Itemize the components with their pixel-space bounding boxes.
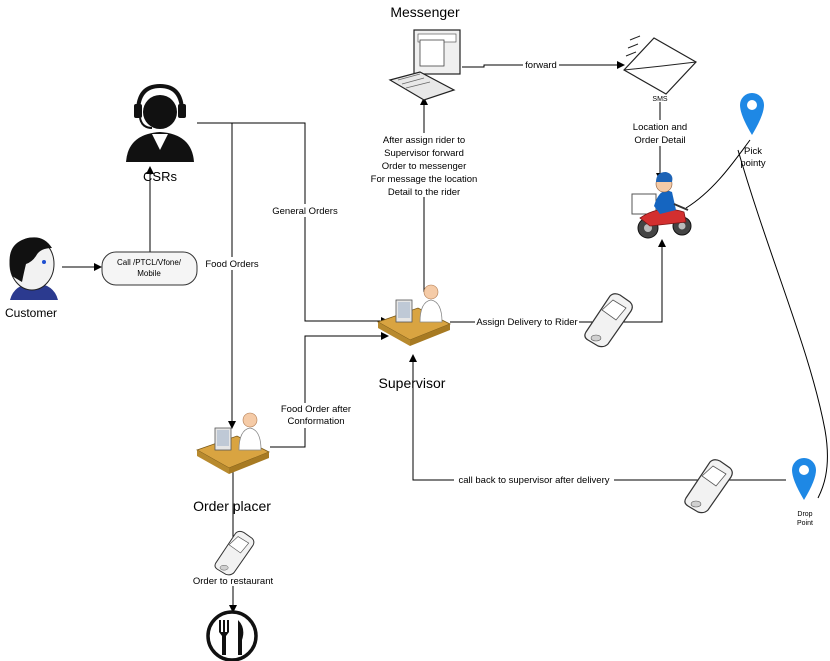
messenger-label: Messenger — [390, 4, 460, 20]
after-assign-line-2: Supervisor forward — [384, 148, 464, 159]
sms-label: SMS — [652, 96, 668, 103]
envelope-icon — [623, 35, 697, 95]
drop-point-line-1: Drop — [797, 511, 812, 518]
sms-node: SMS — [623, 35, 697, 103]
restaurant-node — [206, 610, 258, 661]
customer-node: Customer — [5, 237, 58, 320]
customer-icon — [9, 237, 58, 300]
csrs-node: CSRs — [126, 83, 194, 184]
call-box-line-1: Call /PTCL/Vfone/ — [117, 258, 182, 267]
after-assign-line-3: Order to messenger — [382, 161, 466, 172]
desktop-computer-icon — [388, 29, 461, 101]
phone-icon — [584, 293, 633, 348]
food-orders-label: Food Orders — [205, 259, 259, 270]
map-pin-icon — [740, 93, 764, 135]
after-assign-line-4: For message the location — [371, 174, 478, 185]
location-detail-line-1: Location and — [633, 122, 687, 133]
call-box: Call /PTCL/Vfone/ Mobile — [101, 251, 198, 286]
order-placer-node: Order placer — [193, 412, 271, 514]
rider-node — [631, 172, 692, 239]
map-pin-icon — [792, 458, 816, 500]
assign-delivery-label: Assign Delivery to Rider — [476, 317, 577, 328]
customer-label: Customer — [5, 306, 57, 320]
pick-point-line-1: Pick — [744, 146, 762, 157]
call-box-line-2: Mobile — [137, 269, 161, 278]
edge-labels: General Orders Food Orders Food Order af… — [188, 59, 692, 587]
forward-label: forward — [525, 60, 557, 71]
messenger-node: Messenger — [388, 4, 461, 101]
fork-knife-icon — [206, 610, 258, 661]
location-detail-line-2: Order Detail — [634, 135, 685, 146]
delivery-motorbike-icon — [631, 172, 692, 239]
after-assign-line-1: After assign rider to — [383, 135, 465, 146]
order-to-restaurant-label: Order to restaurant — [193, 576, 274, 587]
csrs-label: CSRs — [143, 169, 177, 184]
general-orders-label: General Orders — [272, 206, 338, 217]
food-order-after-line-1: Food Order after — [281, 404, 351, 415]
supervisor-node: Supervisor — [377, 284, 451, 391]
drop-point-node: Drop Point — [792, 458, 816, 527]
phone-icon — [684, 459, 733, 514]
pick-point-line-2: pointy — [740, 158, 766, 169]
supervisor-label: Supervisor — [379, 375, 446, 391]
desk-worker-icon — [377, 284, 451, 347]
drop-point-line-2: Point — [797, 520, 813, 527]
call-back-label: call back to supervisor after delivery — [458, 475, 609, 486]
food-order-after-line-2: Conformation — [287, 416, 344, 427]
headset-agent-icon — [126, 83, 194, 162]
phone-icon — [214, 530, 255, 576]
desk-worker-icon — [196, 412, 270, 475]
pick-point-node: Pick pointy — [740, 93, 766, 169]
order-placer-label: Order placer — [193, 498, 271, 514]
after-assign-line-5: Detail to the rider — [388, 187, 460, 198]
